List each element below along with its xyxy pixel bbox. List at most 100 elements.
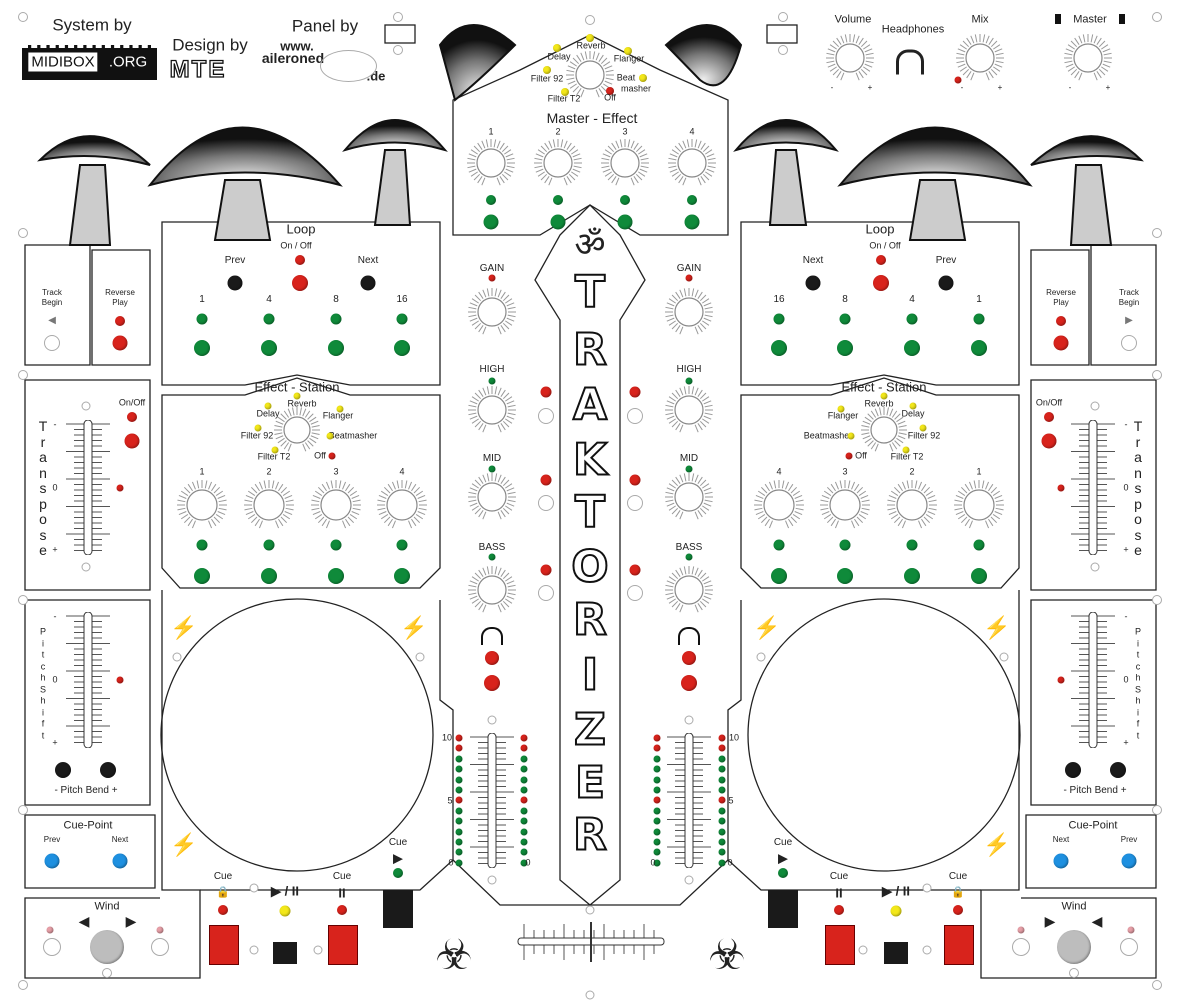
right-fx-knob-2[interactable] bbox=[819, 479, 871, 531]
left-transpose-fader[interactable] bbox=[63, 420, 113, 555]
right-eq-knob-3[interactable] bbox=[664, 565, 714, 615]
master-effect-button-4[interactable] bbox=[684, 214, 700, 230]
right-eq-kill-button-1[interactable] bbox=[627, 495, 643, 511]
right-fx-button-3[interactable] bbox=[771, 568, 787, 584]
right-transpose-onoff-button[interactable] bbox=[1041, 433, 1057, 449]
right-cue-next-button[interactable] bbox=[1053, 853, 1069, 869]
left-wind-back-button[interactable] bbox=[43, 938, 61, 956]
left-fx-knob-1[interactable] bbox=[243, 479, 295, 531]
right-cue-lock-button[interactable] bbox=[944, 925, 974, 965]
right-fx-button-1[interactable] bbox=[904, 568, 920, 584]
right-loop-onoff-button[interactable] bbox=[873, 275, 889, 291]
left-eq-knob-3[interactable] bbox=[467, 565, 517, 615]
right-eq-knob-1[interactable] bbox=[664, 385, 714, 435]
right-transpose-letter-1: r bbox=[1135, 433, 1141, 450]
master-effect-button-1[interactable] bbox=[483, 214, 499, 230]
right-jog-wheel[interactable] bbox=[759, 610, 1009, 860]
right-fx-knob-0[interactable] bbox=[953, 479, 1005, 531]
crossfader[interactable] bbox=[516, 922, 666, 962]
right-wind-wheel[interactable] bbox=[1057, 930, 1091, 964]
right-play-pause-button[interactable] bbox=[884, 942, 908, 964]
left-fx-knob-0[interactable] bbox=[176, 479, 228, 531]
left-pitch-bend-down-button[interactable] bbox=[55, 762, 71, 778]
right-headphone-cue-button[interactable] bbox=[681, 675, 697, 691]
left-wind-wheel[interactable] bbox=[90, 930, 124, 964]
mix-knob[interactable] bbox=[955, 33, 1005, 83]
left-pitch-bend-up-button[interactable] bbox=[100, 762, 116, 778]
right-cue-prev-button[interactable] bbox=[1121, 853, 1137, 869]
left-fx-button-3[interactable] bbox=[394, 568, 410, 584]
master-effect-selector-knob[interactable] bbox=[565, 50, 615, 100]
right-pitch-fader[interactable] bbox=[1068, 612, 1118, 748]
right-cue-pause-button[interactable] bbox=[825, 925, 855, 965]
left-track-begin-button[interactable] bbox=[44, 335, 60, 351]
left-loop-size-button-0[interactable] bbox=[194, 340, 210, 356]
right-loop-size-button-0[interactable] bbox=[971, 340, 987, 356]
left-loop-size-button-3[interactable] bbox=[394, 340, 410, 356]
left-cue-next-button[interactable] bbox=[112, 853, 128, 869]
right-pitch-bend-down-button[interactable] bbox=[1110, 762, 1126, 778]
left-cue-pause-button[interactable] bbox=[328, 925, 358, 965]
right-transpose-fader[interactable] bbox=[1068, 420, 1118, 555]
left-wind-forward-button[interactable] bbox=[151, 938, 169, 956]
right-effect-selector-knob[interactable] bbox=[860, 406, 908, 454]
master-effect-knob-3[interactable] bbox=[600, 138, 650, 188]
right-eq-knob-2[interactable] bbox=[664, 472, 714, 522]
right-fx-button-0[interactable] bbox=[971, 568, 987, 584]
left-fx-button-1[interactable] bbox=[261, 568, 277, 584]
right-volume-fader[interactable] bbox=[664, 733, 714, 868]
right-loop-prev-button[interactable] bbox=[938, 275, 954, 291]
right-cue-play-button[interactable] bbox=[768, 890, 798, 928]
left-reverse-play-button[interactable] bbox=[112, 335, 128, 351]
left-pitch-fader[interactable] bbox=[63, 612, 113, 748]
right-loop-size-button-1[interactable] bbox=[904, 340, 920, 356]
left-fx-knob-2[interactable] bbox=[310, 479, 362, 531]
left-cue-play-button[interactable] bbox=[383, 890, 413, 928]
left-fx-knob-3[interactable] bbox=[376, 479, 428, 531]
master-effect-knob-4[interactable] bbox=[667, 138, 717, 188]
left-loop-size-button-1[interactable] bbox=[261, 340, 277, 356]
left-effect-selector-knob[interactable] bbox=[273, 406, 321, 454]
right-loop-size-label-1: 4 bbox=[909, 294, 915, 305]
left-fx-button-2[interactable] bbox=[328, 568, 344, 584]
right-pitch-bend-up-button[interactable] bbox=[1065, 762, 1081, 778]
right-loop-size-button-2[interactable] bbox=[837, 340, 853, 356]
right-wind-forward-button[interactable] bbox=[1012, 938, 1030, 956]
left-eq-kill-button-2[interactable] bbox=[538, 585, 554, 601]
right-reverse-play-button[interactable] bbox=[1053, 335, 1069, 351]
left-volume-fader[interactable] bbox=[467, 733, 517, 868]
left-eq-kill-button-0[interactable] bbox=[538, 408, 554, 424]
left-loop-onoff-button[interactable] bbox=[292, 275, 308, 291]
left-eq-knob-0[interactable] bbox=[467, 287, 517, 337]
left-headphone-cue-button[interactable] bbox=[484, 675, 500, 691]
master-effect-button-2[interactable] bbox=[550, 214, 566, 230]
right-eq-kill-button-2[interactable] bbox=[627, 585, 643, 601]
left-jog-wheel[interactable] bbox=[172, 610, 422, 860]
left-fx-button-0[interactable] bbox=[194, 568, 210, 584]
left-eq-kill-button-1[interactable] bbox=[538, 495, 554, 511]
master-effect-knob-2[interactable] bbox=[533, 138, 583, 188]
left-eq-knob-1[interactable] bbox=[467, 385, 517, 435]
left-eq-knob-2[interactable] bbox=[467, 472, 517, 522]
right-loop-next-button[interactable] bbox=[805, 275, 821, 291]
left-transpose-onoff-button[interactable] bbox=[124, 433, 140, 449]
right-eq-knob-0[interactable] bbox=[664, 287, 714, 337]
right-fx-knob-1[interactable] bbox=[886, 479, 938, 531]
master-masher-label: masher bbox=[620, 83, 652, 94]
left-cue-prev-button[interactable] bbox=[44, 853, 60, 869]
right-track-begin-button[interactable] bbox=[1121, 335, 1137, 351]
left-play-pause-button[interactable] bbox=[273, 942, 297, 964]
right-fx-knob-3[interactable] bbox=[753, 479, 805, 531]
right-loop-size-button-3[interactable] bbox=[771, 340, 787, 356]
volume-knob[interactable] bbox=[825, 33, 875, 83]
master-knob[interactable] bbox=[1063, 33, 1113, 83]
master-effect-knob-1[interactable] bbox=[466, 138, 516, 188]
left-loop-prev-button[interactable] bbox=[227, 275, 243, 291]
left-cue-lock-button[interactable] bbox=[209, 925, 239, 965]
right-fx-button-2[interactable] bbox=[837, 568, 853, 584]
master-effect-button-3[interactable] bbox=[617, 214, 633, 230]
left-loop-size-button-2[interactable] bbox=[328, 340, 344, 356]
right-eq-kill-button-0[interactable] bbox=[627, 408, 643, 424]
left-loop-next-button[interactable] bbox=[360, 275, 376, 291]
right-wind-back-button[interactable] bbox=[1120, 938, 1138, 956]
